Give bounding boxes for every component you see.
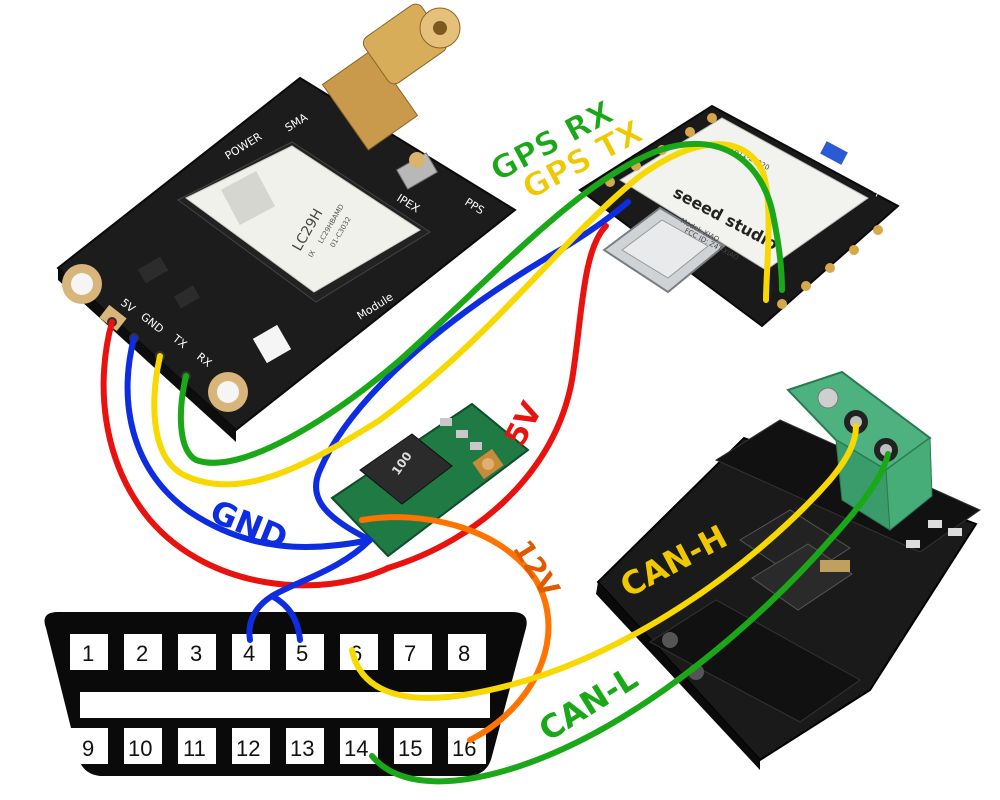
wire-gnd-obd (246, 537, 373, 643)
can-board (596, 370, 982, 770)
obd-pin-5-socket (286, 634, 324, 670)
gps-module: LC29H LC29HBAMD 01-C3032 IX POWER SMA IP… (56, 3, 517, 442)
obd-pin-2-socket (124, 634, 162, 670)
obd-pin-9-socket (70, 728, 108, 764)
wire-5v-xiao (385, 223, 609, 571)
obd-pin-12: 12 (236, 736, 260, 761)
obd-pin-2: 2 (136, 641, 148, 666)
obd-pin-row-bottom (70, 728, 486, 764)
obd-pin-13-socket (286, 728, 324, 764)
wire-can-l (369, 451, 891, 785)
obd-pin-4: 4 (243, 641, 255, 666)
obd-pin-3-socket (178, 634, 216, 670)
usb-c-connector (602, 206, 726, 294)
obd-pin-3: 3 (190, 641, 202, 666)
obd-pin-10: 10 (128, 736, 152, 761)
obd-pin-15: 15 (398, 736, 422, 761)
obd-pin-9: 9 (82, 736, 94, 761)
sma-connector (321, 3, 461, 151)
obd-pin-15-socket (394, 728, 432, 764)
chip-sub-label: IX (307, 249, 317, 259)
obd-pin-8-socket (448, 634, 486, 670)
obd-pin-12-socket (232, 728, 270, 764)
obd-pin-13: 13 (290, 736, 314, 761)
obd-pin-1: 1 (82, 641, 94, 666)
obd-pin-11-socket (178, 728, 216, 764)
wire-gps-tx (151, 141, 772, 488)
obd-connector: 1 2 3 4 5 6 7 8 9 10 11 12 13 14 15 16 (44, 612, 527, 776)
wire-gps-rx (177, 140, 785, 466)
wire-can-h (349, 423, 859, 701)
obd-pin-8: 8 (458, 641, 470, 666)
terminal-block (786, 370, 933, 531)
wire-12v (359, 514, 552, 743)
obd-pin-7-socket (394, 634, 432, 670)
obd-pin-1-socket (70, 634, 108, 670)
obd-pin-14: 14 (344, 736, 368, 761)
wire-gnd-gps (124, 335, 373, 550)
wire-gnd-xiao (313, 199, 631, 543)
obd-pin-5: 5 (296, 641, 308, 666)
obd-pin-11: 11 (183, 736, 206, 761)
label-gnd: GND (205, 492, 293, 557)
obd-pin-7: 7 (404, 641, 416, 666)
gps-chip: LC29H LC29HBAMD 01-C3032 IX (177, 141, 431, 303)
obd-pin-10-socket (124, 728, 162, 764)
label-12v: 12V (506, 534, 566, 603)
wire-5v-gps (100, 319, 391, 589)
